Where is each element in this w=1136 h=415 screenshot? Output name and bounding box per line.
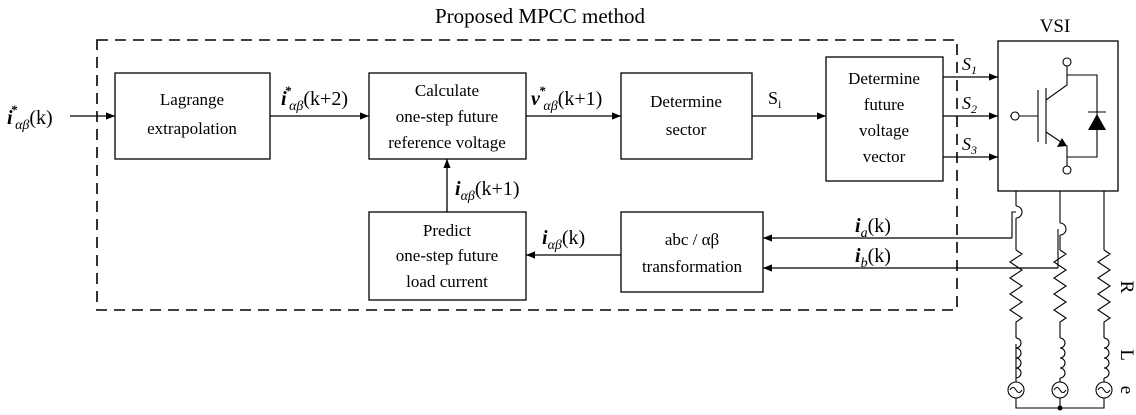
- crossover-a: [1015, 205, 1023, 219]
- calc-line-2: one-step future: [396, 107, 498, 126]
- lagrange-block: Lagrange extrapolation: [114, 72, 271, 160]
- lagrange-line-1: Lagrange: [160, 90, 224, 109]
- ac-source-a: [1007, 381, 1025, 399]
- vsi-label: VSI: [1040, 16, 1071, 37]
- feedback-tap-a: [1011, 211, 1016, 238]
- label-s3: S3: [962, 134, 977, 157]
- calc-voltage-block: Calculate one-step future reference volt…: [368, 72, 527, 160]
- resistor-a: [1009, 249, 1023, 338]
- calc-line-3: reference voltage: [388, 133, 506, 152]
- ac-source-c: [1095, 381, 1113, 399]
- predict-line-1: Predict: [423, 221, 471, 240]
- future-vector-line-3: voltage: [859, 121, 909, 140]
- vsi-inverter: VSI: [997, 16, 1119, 192]
- label-s1: S1: [962, 54, 977, 77]
- inductor-b: [1059, 337, 1066, 379]
- future-vector-line-4: vector: [863, 147, 906, 166]
- sector-line-1: Determine: [650, 92, 722, 111]
- neutral-point: [1057, 405, 1063, 411]
- three-phase-load: [1007, 191, 1113, 411]
- predict-line-3: load current: [406, 272, 488, 291]
- lagrange-line-2: extrapolation: [147, 119, 237, 138]
- resistor-b: [1053, 249, 1067, 338]
- inductor-a: [1015, 337, 1022, 379]
- label-input-ref-current: i*αβ(k): [7, 102, 53, 133]
- label-sector-out: Si: [768, 88, 782, 111]
- sector-line-2: sector: [666, 120, 707, 139]
- ac-source-b: [1051, 381, 1069, 399]
- crossover-b: [1059, 222, 1067, 236]
- label-ref-voltage: v*αβ(k+1): [531, 83, 602, 114]
- inductor-c: [1103, 337, 1110, 379]
- controller-boundary: [96, 39, 958, 311]
- diagram-title: Proposed MPCC method: [435, 4, 646, 28]
- future-vector-block: Determine future voltage vector: [825, 56, 944, 182]
- sector-block: Determine sector: [620, 72, 753, 160]
- calc-line-1: Calculate: [415, 81, 479, 100]
- transform-line-1: abc / αβ: [665, 230, 719, 249]
- label-current-k1: iαβ(k+1): [455, 178, 520, 204]
- label-r: R: [1116, 281, 1136, 294]
- label-ref-current-k2: i*αβ(k+2): [281, 83, 348, 114]
- label-l: L: [1116, 349, 1136, 361]
- future-vector-line-1: Determine: [848, 69, 920, 88]
- transform-block: abc / αβ transformation: [620, 211, 764, 293]
- future-vector-line-2: future: [864, 95, 905, 114]
- label-ib: ib(k): [855, 245, 891, 271]
- predict-line-2: one-step future: [396, 246, 498, 265]
- predict-current-block: Predict one-step future load current: [368, 211, 527, 301]
- label-ia: ia(k): [855, 215, 891, 241]
- resistor-c: [1097, 249, 1111, 338]
- label-s2: S2: [962, 93, 977, 116]
- transform-line-2: transformation: [642, 257, 743, 276]
- label-e: e: [1116, 386, 1136, 394]
- label-current-k: iαβ(k): [542, 227, 585, 253]
